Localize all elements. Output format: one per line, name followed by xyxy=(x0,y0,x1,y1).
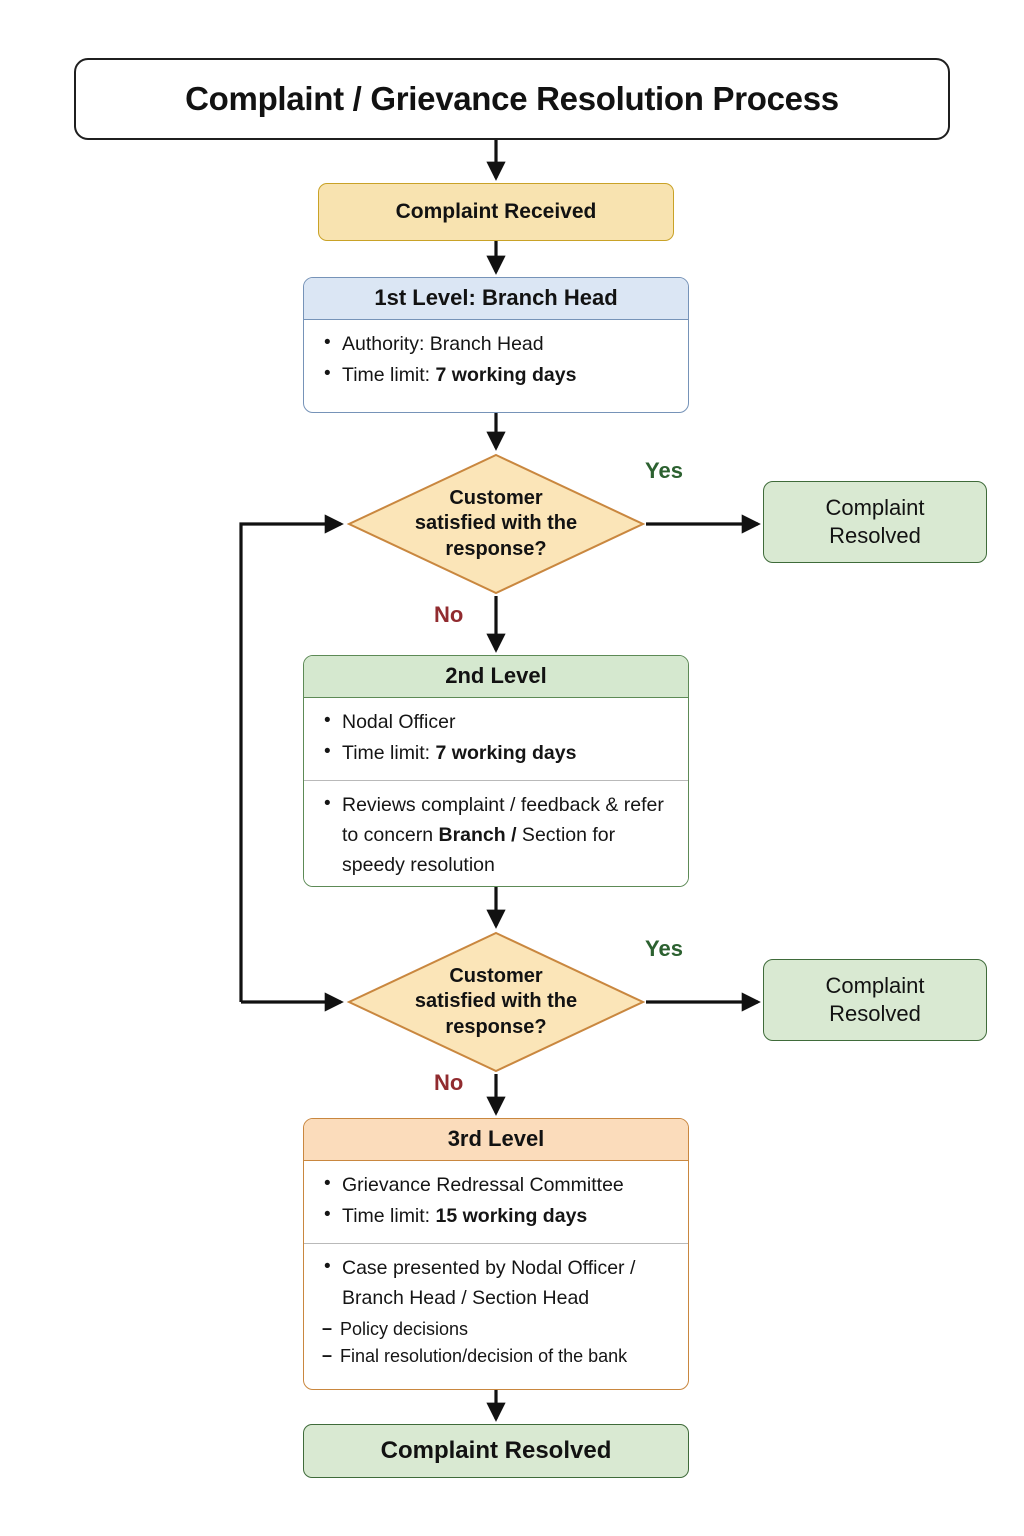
list-item: Time limit: 7 working days xyxy=(320,360,674,391)
node-decision-1[interactable]: Customer satisfied with the response? xyxy=(346,452,646,596)
list-item: Policy decisions xyxy=(320,1315,674,1343)
edge-label-no-2: No xyxy=(434,1070,464,1095)
node-complaint-resolved-final[interactable]: Complaint Resolved xyxy=(303,1424,689,1478)
list-item: Time limit: 7 working days xyxy=(320,738,674,769)
edge-label-yes-2: Yes xyxy=(645,936,683,961)
resolved-2-line-2: Resolved xyxy=(829,1001,921,1026)
list-item: Authority: Branch Head xyxy=(320,329,674,360)
node-complaint-received[interactable]: Complaint Received xyxy=(318,183,674,241)
list-item: Grievance Redressal Committee xyxy=(320,1170,674,1201)
diagram-title-box: Complaint / Grievance Resolution Process xyxy=(74,58,950,140)
node-level-3[interactable]: 3rd Level Grievance Redressal Committee … xyxy=(303,1118,689,1390)
node-complaint-resolved-final-label: Complaint Resolved xyxy=(380,1436,612,1464)
list-item: Time limit: 15 working days xyxy=(320,1201,674,1232)
page-title: Complaint / Grievance Resolution Process xyxy=(185,80,839,117)
node-level-1-header: 1st Level: Branch Head xyxy=(304,278,688,320)
node-complaint-resolved-1-label: Complaint Resolved xyxy=(815,494,934,550)
node-level-1-body: Authority: Branch Head Time limit: 7 wor… xyxy=(304,320,688,403)
node-level-3-body-bottom: Case presented by Nodal Officer / Branch… xyxy=(304,1243,688,1381)
node-level-2-body-bottom: Reviews complaint / feedback & refer to … xyxy=(304,780,688,886)
list-item: Reviews complaint / feedback & refer to … xyxy=(320,790,674,880)
node-level-2[interactable]: 2nd Level Nodal Officer Time limit: 7 wo… xyxy=(303,655,689,887)
node-level-3-body-top: Grievance Redressal Committee Time limit… xyxy=(304,1161,688,1244)
level-3-bullet-list-bottom: Case presented by Nodal Officer / Branch… xyxy=(320,1253,674,1313)
level-1-bullet-list: Authority: Branch Head Time limit: 7 wor… xyxy=(320,329,674,391)
edge-label-no-1: No xyxy=(434,602,464,627)
node-level-1[interactable]: 1st Level: Branch Head Authority: Branch… xyxy=(303,277,689,413)
resolved-2-line-1: Complaint xyxy=(825,972,925,998)
node-complaint-resolved-2[interactable]: Complaint Resolved xyxy=(763,959,987,1041)
edge-label-yes-1: Yes xyxy=(645,458,683,483)
node-level-2-body-top: Nodal Officer Time limit: 7 working days xyxy=(304,698,688,781)
resolved-1-line-1: Complaint xyxy=(825,494,925,520)
node-complaint-received-label: Complaint Received xyxy=(395,199,597,223)
decision-2-diamond-shape xyxy=(346,931,646,1073)
level-3-bullet-list-top: Grievance Redressal Committee Time limit… xyxy=(320,1170,674,1232)
node-decision-2[interactable]: Customer satisfied with the response? xyxy=(346,930,646,1074)
node-level-2-header: 2nd Level xyxy=(304,656,688,698)
level-2-bullet-list-top: Nodal Officer Time limit: 7 working days xyxy=(320,707,674,769)
list-item: Case presented by Nodal Officer / Branch… xyxy=(320,1253,674,1313)
list-item: Nodal Officer xyxy=(320,707,674,738)
level-3-sub-list: Policy decisions Final resolution/decisi… xyxy=(320,1315,674,1370)
resolved-1-line-2: Resolved xyxy=(829,523,921,548)
node-complaint-resolved-2-label: Complaint Resolved xyxy=(815,972,934,1028)
list-item: Final resolution/decision of the bank xyxy=(320,1342,674,1370)
node-level-3-header: 3rd Level xyxy=(304,1119,688,1161)
level-2-bullet-list-bottom: Reviews complaint / feedback & refer to … xyxy=(320,790,674,880)
decision-1-diamond-shape xyxy=(346,453,646,595)
node-complaint-resolved-1[interactable]: Complaint Resolved xyxy=(763,481,987,563)
